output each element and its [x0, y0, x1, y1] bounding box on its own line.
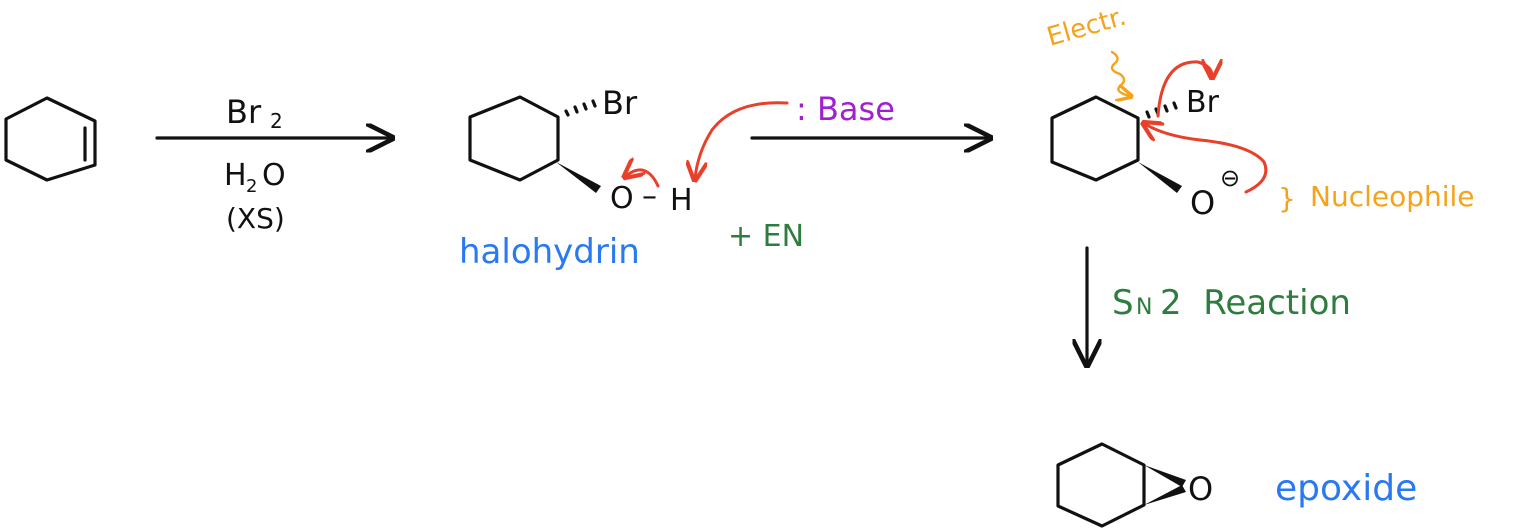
- alkoxide-ring: [1050, 95, 1140, 182]
- negative-charge: ⊖: [1220, 164, 1240, 192]
- alkoxide-hashed-wedge: [1145, 101, 1178, 119]
- nucleophile-curly-arrow: [1145, 124, 1268, 194]
- halohydrin-o-label: O: [610, 181, 634, 216]
- reagent-br: Br: [226, 93, 262, 131]
- o-h-bond: –: [642, 179, 657, 214]
- oh-bond-curly-arrow: [626, 170, 660, 188]
- alkoxide-solid-wedge: [1138, 162, 1182, 193]
- sn2-rest: 2 Reaction: [1160, 283, 1351, 323]
- cyclohexene-ring: [4, 96, 97, 182]
- epoxide-o-label: O: [1188, 470, 1213, 508]
- cyclohexene-structure: [4, 96, 97, 182]
- nucleophile-label: Nucleophile: [1310, 180, 1475, 213]
- alkoxide-br-label: Br: [1186, 85, 1220, 120]
- reaction-arrow-1: Br 2 H 2 O (XS): [155, 93, 392, 235]
- reagent-water-o: O: [262, 158, 286, 193]
- halohydrin-structure: Br O – H halohydrin + EN: [459, 84, 804, 272]
- reagent-water-subscript: 2: [246, 176, 257, 197]
- reagent-br-subscript: 2: [270, 109, 283, 133]
- alkoxide-o-label: O: [1190, 184, 1215, 222]
- electrophile-label: Electr.: [1044, 2, 1130, 53]
- epoxide-ring: [1056, 442, 1146, 528]
- base-curly-arrow: [695, 101, 789, 178]
- base-step: : Base: [695, 90, 990, 178]
- reagent-water-h: H: [224, 158, 247, 193]
- halohydrin-name: halohydrin: [459, 232, 640, 272]
- halohydrin-br-label: Br: [602, 84, 638, 122]
- sn2-s: S: [1112, 283, 1134, 323]
- alkoxide-structure: Br O ⊖ Electr. } Nucleophile: [1044, 2, 1475, 222]
- en-note: + EN: [728, 219, 804, 254]
- epoxide-wedge-bottom: [1144, 485, 1186, 505]
- sn2-step: S N 2 Reaction: [1087, 246, 1351, 365]
- epoxide-structure: O epoxide: [1056, 442, 1417, 528]
- base-label: : Base: [796, 90, 895, 128]
- epoxide-name: epoxide: [1275, 468, 1417, 509]
- electrophile-squiggle-arrow: [1110, 50, 1130, 96]
- sn2-n: N: [1136, 295, 1152, 320]
- nucleophile-brace: }: [1278, 182, 1296, 215]
- epoxide-wedge-top: [1144, 465, 1186, 487]
- solid-wedge-bond: [556, 162, 601, 193]
- reagent-excess: (XS): [226, 202, 285, 235]
- br-leaving-curly-arrow: [1156, 62, 1212, 118]
- hashed-wedge-bond: [564, 99, 597, 117]
- halohydrin-ring: [468, 95, 560, 182]
- halohydrin-h-label: H: [670, 183, 693, 218]
